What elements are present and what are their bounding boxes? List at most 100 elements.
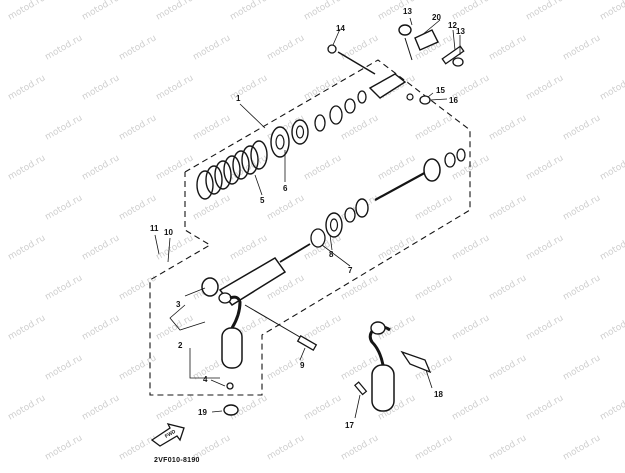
watermark-text: motod.ru — [118, 353, 159, 382]
callout-3: 3 — [176, 300, 181, 309]
callout-10: 10 — [164, 228, 173, 237]
watermark-text: motod.ru — [155, 0, 196, 23]
watermark-text: motod.ru — [414, 433, 455, 462]
watermark-text: motod.ru — [525, 393, 566, 422]
watermark-text: motod.ru — [562, 273, 603, 302]
watermark-text: motod.ru — [562, 353, 603, 382]
watermark-text: motod.ru — [451, 393, 492, 422]
callout-17: 17 — [345, 421, 354, 430]
watermark-text: motod.ru — [488, 113, 529, 142]
watermark-text: motod.ru — [266, 33, 307, 62]
fwd-arrow-icon: FWD — [152, 424, 184, 446]
callout-7: 7 — [348, 266, 353, 275]
watermark-text: motod.ru — [44, 193, 85, 222]
watermark-text: motod.ru — [155, 153, 196, 182]
callout-11: 11 — [150, 224, 159, 233]
watermark-text: motod.ru — [562, 193, 603, 222]
watermark-text: motod.ru — [525, 0, 566, 23]
watermark-text: motod.ru — [525, 153, 566, 182]
watermark-text: motod.ru — [599, 313, 625, 342]
watermark-text: motod.ru — [303, 73, 344, 102]
watermark-text: motod.ru — [525, 233, 566, 262]
callout-13-top: 13 — [403, 7, 412, 16]
watermark-text: motod.ru — [266, 193, 307, 222]
drawing-code: 2VF010-8190 — [154, 457, 200, 464]
watermark-text: motod.ru — [118, 193, 159, 222]
watermark-layer: motod.ru motod.ru motod.ru motod.ru motod.ru… — [7, 0, 625, 463]
watermark-text: motod.ru — [192, 113, 233, 142]
watermark-text: motod.ru — [303, 153, 344, 182]
watermark-text: motod.ru — [340, 113, 381, 142]
watermark-text: motod.ru — [599, 73, 625, 102]
watermark-text: motod.ru — [414, 113, 455, 142]
watermark-text: motod.ru — [488, 273, 529, 302]
watermark-text: motod.ru — [192, 33, 233, 62]
watermark-text: motod.ru — [118, 433, 159, 462]
watermark-text: motod.ru — [525, 73, 566, 102]
watermark-text: motod.ru — [451, 153, 492, 182]
watermark-text: motod.ru — [44, 353, 85, 382]
watermark-text: motod.ru — [562, 433, 603, 462]
watermark-text: motod.ru — [44, 433, 85, 462]
watermark-text: motod.ru — [7, 153, 48, 182]
watermark-text: motod.ru — [81, 393, 122, 422]
watermark-text: motod.ru — [192, 193, 233, 222]
watermark-text: motod.ru — [155, 73, 196, 102]
callout-15: 15 — [436, 86, 445, 95]
watermark-text: motod.ru — [7, 393, 48, 422]
watermark-text: motod.ru — [303, 313, 344, 342]
watermark-text: motod.ru — [81, 0, 122, 23]
watermark-text: motod.ru — [229, 73, 270, 102]
watermark-text: motod.ru — [303, 233, 344, 262]
watermark-text: motod.ru — [377, 233, 418, 262]
watermark-text: motod.ru — [155, 233, 196, 262]
watermark-text: motod.ru — [488, 433, 529, 462]
callout-20: 20 — [432, 13, 441, 22]
callout-13-right: 13 — [456, 27, 465, 36]
watermark-text: motod.ru — [340, 433, 381, 462]
callout-1: 1 — [236, 94, 241, 103]
watermark-text: motod.ru — [7, 313, 48, 342]
watermark-text: motod.ru — [451, 0, 492, 23]
watermark-text: motod.ru — [155, 313, 196, 342]
watermark-text: motod.ru — [340, 33, 381, 62]
watermark-text: motod.ru — [81, 233, 122, 262]
watermark-text: motod.ru — [414, 193, 455, 222]
watermark-text: motod.ru — [377, 153, 418, 182]
watermark-text: motod.ru — [525, 313, 566, 342]
callout-18: 18 — [434, 390, 443, 399]
watermark-text: motod.ru — [118, 33, 159, 62]
watermark-text: motod.ru — [229, 0, 270, 23]
watermark-text: motod.ru — [488, 193, 529, 222]
watermark-text: motod.ru — [340, 273, 381, 302]
watermark-text: motod.ru — [451, 313, 492, 342]
callout-19: 19 — [198, 408, 207, 417]
watermark-text: motod.ru — [7, 73, 48, 102]
watermark-text: motod.ru — [7, 233, 48, 262]
callout-6: 6 — [283, 184, 288, 193]
callout-9: 9 — [300, 361, 305, 370]
watermark-text: motod.ru — [488, 353, 529, 382]
watermark-text: motod.ru — [118, 273, 159, 302]
watermark-text: motod.ru — [81, 313, 122, 342]
watermark-text: motod.ru — [229, 233, 270, 262]
watermark-text: motod.ru — [81, 153, 122, 182]
watermark-text: motod.ru — [7, 0, 48, 23]
callout-16: 16 — [449, 96, 458, 105]
watermark-text: motod.ru — [266, 433, 307, 462]
watermark-text: motod.ru — [303, 0, 344, 23]
watermark-text: motod.ru — [44, 113, 85, 142]
watermark-text: motod.ru — [488, 33, 529, 62]
watermark-text: motod.ru — [451, 233, 492, 262]
watermark-text: motod.ru — [599, 153, 625, 182]
watermark-text: motod.ru — [44, 273, 85, 302]
cap — [224, 405, 238, 415]
watermark-text: motod.ru — [562, 113, 603, 142]
watermark-text: motod.ru — [562, 33, 603, 62]
watermark-text: motod.ru — [599, 393, 625, 422]
watermark-text: motod.ru — [118, 113, 159, 142]
watermark-text: motod.ru — [414, 273, 455, 302]
watermark-text: motod.ru — [303, 393, 344, 422]
